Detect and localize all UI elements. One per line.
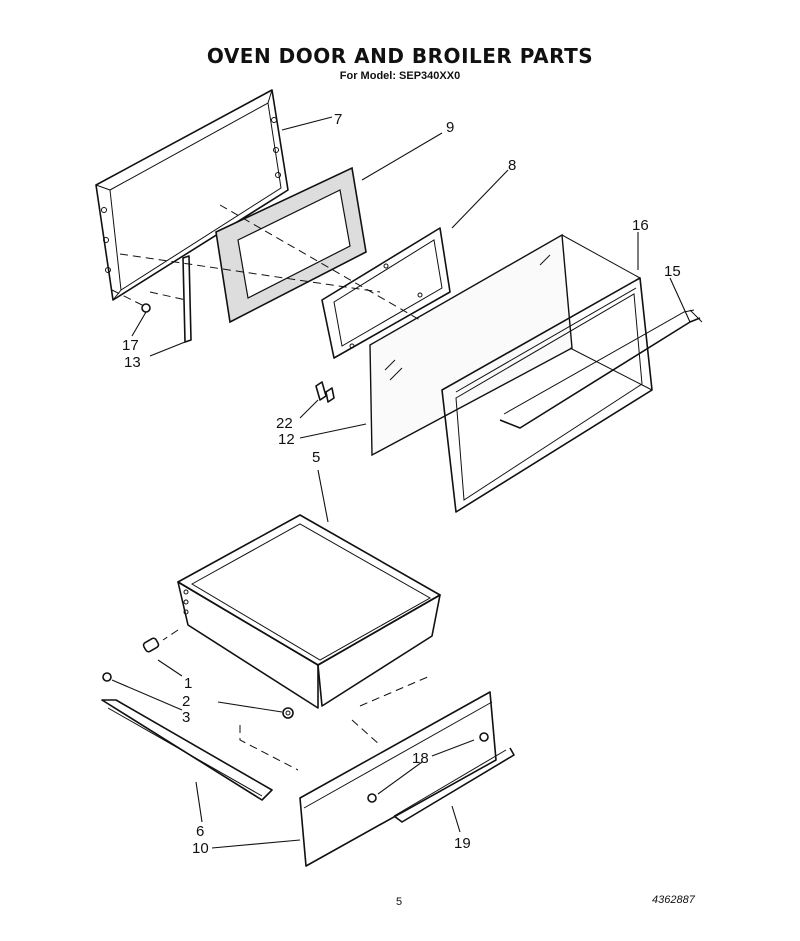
part-1-roller (142, 637, 160, 653)
callout-8: 8 (508, 157, 516, 174)
callout-5: 5 (312, 449, 320, 466)
document-number: 4362887 (652, 894, 695, 906)
part-8-window-frame (321, 227, 451, 359)
callout-15: 15 (664, 263, 681, 280)
callout-13: 13 (124, 354, 141, 371)
part-12-glass-panel (369, 233, 573, 457)
part-5-broiler-drawer (177, 514, 441, 709)
part-22-clip (315, 381, 335, 403)
part-16-outer-door-frame (441, 234, 653, 513)
callout-19: 19 (454, 835, 471, 852)
part-17-screw (141, 303, 151, 313)
part-2-nut (282, 707, 294, 719)
callout-12: 12 (278, 431, 295, 448)
page-title: OVEN DOOR AND BROILER PARTS (206, 44, 594, 68)
model-subtitle: For Model: SEP340XX0 (339, 70, 461, 82)
callout-2: 2 (182, 693, 190, 710)
callout-18: 18 (412, 750, 429, 767)
alignment-lines (111, 204, 431, 771)
part-15-door-handle (499, 309, 703, 429)
part-9-insulation-gasket (215, 166, 367, 324)
part-19-drawer-handle (393, 747, 515, 823)
part-3-screw (102, 672, 112, 682)
part-6-drawer-rail (101, 699, 273, 801)
leader-lines (111, 116, 691, 849)
part-7-inner-door-panel (95, 89, 289, 301)
callout-labels: 7 9 8 16 15 17 13 22 12 5 1 2 3 18 6 10 … (122, 111, 681, 857)
callout-1: 1 (184, 675, 192, 692)
page-number: 5 (396, 896, 403, 908)
callout-9: 9 (446, 119, 454, 136)
callout-16: 16 (632, 217, 649, 234)
callout-17: 17 (122, 337, 139, 354)
part-18-screws (367, 732, 489, 803)
callout-6: 6 (196, 823, 204, 840)
callout-3: 3 (182, 709, 190, 726)
callout-22: 22 (276, 415, 293, 432)
callout-7: 7 (334, 111, 342, 128)
part-13-hinge-strip (182, 255, 192, 343)
callout-10: 10 (192, 840, 209, 857)
part-10-drawer-front (299, 691, 497, 867)
